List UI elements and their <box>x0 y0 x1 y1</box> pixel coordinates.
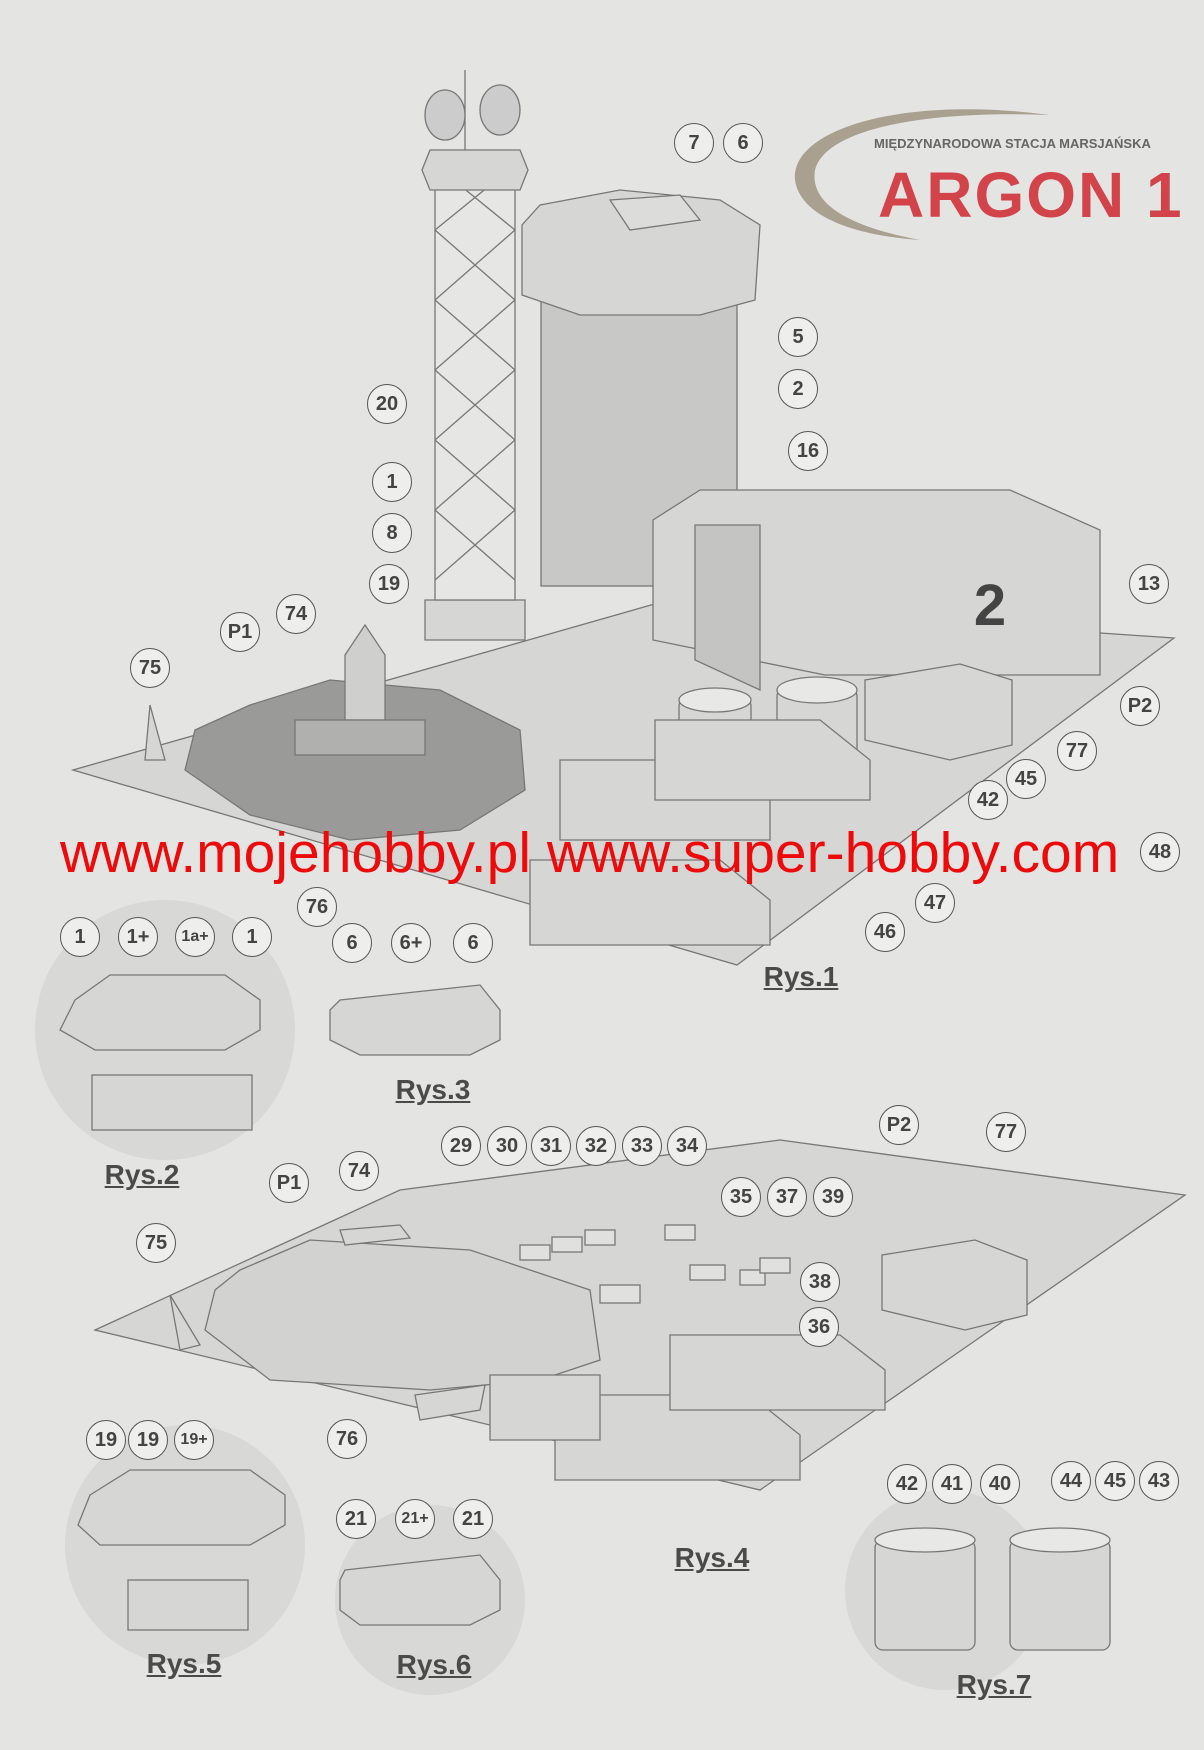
callout: 76 <box>297 887 337 927</box>
callout: 34 <box>667 1126 707 1166</box>
tank-44-45-43 <box>1009 1539 1111 1651</box>
callout: 21+ <box>395 1499 435 1539</box>
callout: 45 <box>1095 1461 1135 1501</box>
habitat-block-rys4-3 <box>489 1374 601 1441</box>
callout: 6+ <box>391 923 431 963</box>
callout: P2 <box>879 1105 919 1145</box>
callout: 21 <box>453 1499 493 1539</box>
callout: 42 <box>968 780 1008 820</box>
callout: 1 <box>372 462 412 502</box>
part-76-rys4 <box>414 1384 486 1421</box>
hangar-number: 2 <box>974 573 1006 638</box>
logo-title: ARGON 1 <box>878 159 1184 231</box>
figure-label-rys7: Rys.7 <box>956 1669 1032 1700</box>
callout: 1+ <box>118 917 158 957</box>
rocket <box>344 623 386 721</box>
callout: 44 <box>1051 1461 1091 1501</box>
callout: 76 <box>327 1419 367 1459</box>
hangar <box>652 489 1101 676</box>
tank-42-41-40 <box>874 1539 976 1651</box>
callout: 74 <box>276 594 316 634</box>
callout: 32 <box>576 1126 616 1166</box>
figure-label-rys1: Rys.1 <box>763 961 839 992</box>
habitat-block-2 <box>529 859 771 946</box>
callout: 77 <box>1057 731 1097 771</box>
callout: 39 <box>813 1177 853 1217</box>
part-75-rys1 <box>144 704 166 761</box>
watermark: www.mojehobby.pl www.super-hobby.com <box>60 821 1120 885</box>
callout: 30 <box>487 1126 527 1166</box>
callout: 36 <box>799 1307 839 1347</box>
habitat-block-3 <box>654 719 871 801</box>
part-19-octagon <box>77 1469 286 1546</box>
callout: 2 <box>778 369 818 409</box>
part-75-rys4 <box>169 1294 202 1351</box>
part-21-ring <box>339 1554 501 1626</box>
callout: 29 <box>441 1126 481 1166</box>
callout: 8 <box>372 513 412 553</box>
callout: P1 <box>220 612 260 652</box>
callout: 38 <box>800 1262 840 1302</box>
callout: 35 <box>721 1177 761 1217</box>
launch-pad <box>184 679 526 841</box>
callout: 40 <box>980 1464 1020 1504</box>
callout: 37 <box>767 1177 807 1217</box>
callout: 19 <box>369 564 409 604</box>
callout: 1a+ <box>175 917 215 957</box>
tower-base <box>424 599 526 641</box>
tower-top <box>421 149 529 191</box>
callout: 45 <box>1006 759 1046 799</box>
callout: 6 <box>723 123 763 163</box>
callout: 75 <box>136 1223 176 1263</box>
crawler <box>294 719 426 756</box>
callout: 41 <box>932 1464 972 1504</box>
logo-subtitle: MIĘDZYNARODOWA STACJA MARSJAŃSKA <box>874 136 1151 151</box>
callout: 43 <box>1139 1461 1179 1501</box>
callout: 33 <box>622 1126 662 1166</box>
figure-label-rys6: Rys.6 <box>396 1649 472 1680</box>
callout: 6 <box>453 923 493 963</box>
control-tower-roof-panel <box>608 194 702 231</box>
callout: 1 <box>232 917 272 957</box>
figure-label-rys5: Rys.5 <box>146 1648 222 1679</box>
callout: 13 <box>1129 564 1169 604</box>
callout: 16 <box>788 431 828 471</box>
callout: 20 <box>367 384 407 424</box>
callout: 31 <box>531 1126 571 1166</box>
figure-label-rys4: Rys.4 <box>674 1542 750 1573</box>
callout: 21 <box>336 1499 376 1539</box>
callout: 19 <box>128 1420 168 1460</box>
callout: 6 <box>332 923 372 963</box>
callout: 75 <box>130 648 170 688</box>
part-19-frame <box>127 1579 249 1631</box>
part-6-ring <box>329 984 501 1056</box>
callout: 5 <box>778 317 818 357</box>
callout: P1 <box>269 1163 309 1203</box>
callout: 48 <box>1140 832 1180 872</box>
callout: 47 <box>915 883 955 923</box>
part-74-rys4 <box>339 1224 412 1246</box>
figure-label-rys2: Rys.2 <box>104 1159 180 1190</box>
callout: 19+ <box>174 1420 214 1460</box>
part-1a-frame <box>91 1074 253 1131</box>
callout: P2 <box>1120 686 1160 726</box>
callout: 74 <box>339 1151 379 1191</box>
callout: 46 <box>865 912 905 952</box>
callout: 77 <box>986 1112 1026 1152</box>
callout: 7 <box>674 123 714 163</box>
box-77 <box>864 663 1013 761</box>
hangar-door <box>694 524 761 692</box>
control-tower-top <box>521 189 761 316</box>
box-77-rys4 <box>881 1239 1028 1331</box>
figure-label-rys3: Rys.3 <box>395 1074 471 1105</box>
callout: 42 <box>887 1464 927 1504</box>
callout: 19 <box>86 1420 126 1460</box>
callout: 1 <box>60 917 100 957</box>
part-1-octagon <box>59 974 261 1051</box>
habitat-block-rys4-2 <box>669 1334 886 1411</box>
